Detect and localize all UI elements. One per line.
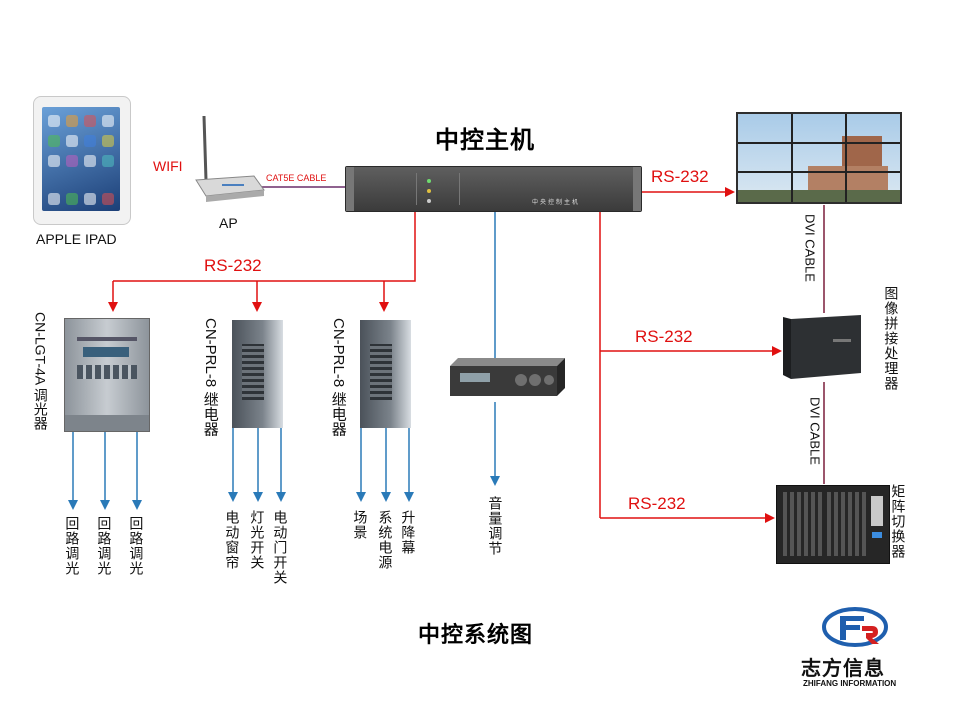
rs232-label-matrix: RS-232	[628, 494, 686, 513]
image-processor-device	[783, 313, 863, 382]
video-wall-device	[736, 112, 902, 204]
relay-1-output-label-2: 灯光开关	[249, 510, 266, 570]
dimmer-device	[64, 318, 150, 432]
host-front-text: 中央控制主机	[532, 200, 581, 206]
matrix-switcher-device	[776, 485, 890, 564]
zhifang-logo-icon	[822, 604, 888, 650]
rs232-label-processor: RS-232	[635, 327, 693, 346]
router-icon	[192, 112, 267, 208]
ipad-label: APPLE IPAD	[36, 231, 117, 247]
relay-1-label: CN-PRL-8 继电器	[201, 318, 219, 437]
relay-1-output-label-3: 电动门开关	[272, 510, 289, 585]
logo-en-text: ZHIFANG INFORMATION	[803, 679, 897, 688]
dvi-cable-label-2: DVI CABLE	[807, 397, 823, 465]
matrix-switcher-label: 矩阵切换器	[890, 484, 907, 559]
ap-label: AP	[219, 215, 238, 231]
image-processor-label: 图像拼接处理器	[883, 286, 900, 391]
rs232-label-video-wall: RS-232	[651, 167, 709, 186]
central-host-title: 中控主机	[435, 127, 535, 154]
rs232-label-branch: RS-232	[204, 256, 262, 275]
logo-cn-text: 志方信息	[801, 658, 885, 680]
relay-2-output-label-1: 场景	[352, 510, 369, 540]
central-host-device: 中央控制主机	[345, 166, 642, 212]
dimmer-label: CN-LGT-4A 调光器	[32, 312, 49, 431]
relay-2-output-label-2: 系统电源	[377, 510, 394, 570]
diagram-title: 中控系统图	[418, 622, 534, 647]
dimmer-output-label-1: 回路调光	[64, 516, 81, 576]
dimmer-output-label-2: 回路调光	[96, 516, 113, 576]
dimmer-output-label-3: 回路调光	[128, 516, 145, 576]
relay-1-output-label-1: 电动窗帘	[224, 510, 241, 570]
relay-2-device	[360, 320, 411, 428]
ipad-icon	[33, 96, 131, 225]
wifi-label: WIFI	[153, 158, 183, 174]
relay-2-output-label-3: 升降幕	[400, 510, 417, 555]
dvi-cable-label-1: DVI CABLE	[802, 214, 818, 282]
volume-control-device	[448, 358, 565, 402]
volume-control-label: 音量调节	[487, 496, 504, 556]
relay-1-device	[232, 320, 283, 428]
rs232-branch-line	[113, 210, 416, 282]
cat5e-cable-label: CAT5E CABLE	[266, 173, 327, 183]
relay-2-label: CN-PRL-8 继电器	[329, 318, 347, 437]
